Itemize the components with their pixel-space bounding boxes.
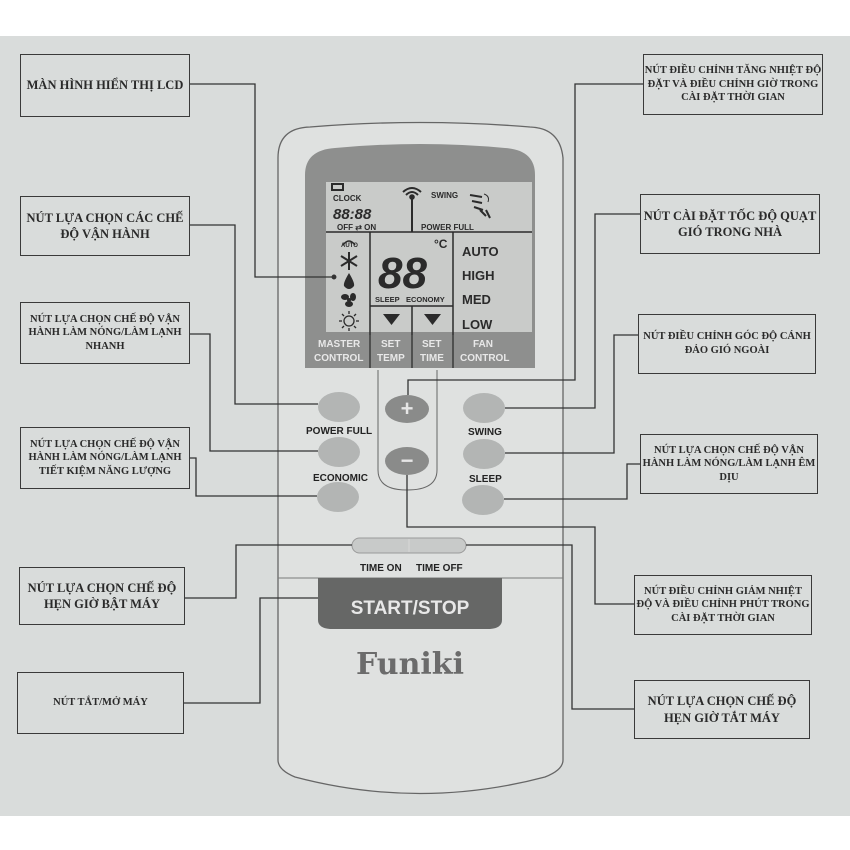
lcd-temp-unit: °C — [434, 237, 448, 251]
auto-icon: AUTO — [341, 240, 358, 249]
svg-text:FAN: FAN — [473, 339, 493, 350]
lcd-sleep: SLEEP — [375, 295, 400, 304]
droplet-icon — [343, 273, 355, 289]
callout-swing: NÚT ĐIỀU CHỈNH GÓC ĐỘ CÁNH ĐẢO GIÓ NGOÀI — [638, 314, 816, 374]
lcd-swing: SWING — [431, 191, 458, 200]
svg-text:CONTROL: CONTROL — [314, 353, 363, 364]
callout-lcd: MÀN HÌNH HIỂN THỊ LCD — [20, 54, 190, 117]
swing-label: SWING — [468, 427, 502, 438]
callout-economic: NÚT LỰA CHỌN CHẾ ĐỘ VẬN HÀNH LÀM NÓNG/LÀ… — [20, 427, 190, 489]
time-on-off-button[interactable] — [351, 537, 467, 554]
sun-icon — [339, 311, 359, 331]
mode-button[interactable] — [317, 482, 359, 512]
temp-up-button[interactable]: + — [385, 395, 429, 423]
time-off-label: TIME OFF — [416, 563, 463, 574]
set-time-arrow-icon — [424, 314, 441, 325]
master-control-strip: MASTER CONTROL — [314, 339, 363, 364]
lcd-screen — [326, 182, 532, 332]
callout-temp-down: NÚT ĐIỀU CHỈNH GIẢM NHIỆT ĐỘ VÀ ĐIỀU CHỈ… — [634, 575, 812, 635]
lcd-power-full: POWER FULL — [421, 223, 474, 232]
set-temp-strip: SET TEMP — [377, 339, 405, 364]
svg-text:TEMP: TEMP — [377, 353, 405, 364]
plus-icon: + — [401, 396, 414, 421]
connector-lines — [184, 83, 643, 710]
minus-icon: − — [401, 448, 414, 473]
svg-text:START/STOP: START/STOP — [351, 598, 470, 619]
snowflake-icon — [340, 252, 358, 270]
lcd-economy: ECONOMY — [406, 295, 445, 304]
callout-start-stop: NÚT TẮT/MỞ MÁY — [17, 672, 184, 734]
sleep-button[interactable] — [462, 485, 504, 515]
callout-time-off: NÚT LỰA CHỌN CHẾ ĐỘ HẸN GIỜ TẮT MÁY — [634, 680, 810, 739]
svg-text:CONTROL: CONTROL — [460, 353, 509, 364]
signal-icon — [402, 187, 422, 200]
lcd-temp-digits: 88 — [378, 249, 427, 298]
fan-speed-button[interactable] — [463, 393, 505, 423]
set-time-strip: SET TIME — [420, 339, 444, 364]
lcd-fan-high: HIGH — [462, 268, 495, 283]
battery-icon — [331, 183, 344, 191]
swing-louver-icon — [469, 193, 491, 219]
fan-control-strip: FAN CONTROL — [460, 339, 509, 364]
lcd-fan-med: MED — [462, 292, 491, 307]
callout-sleep: NÚT LỰA CHỌN CHẾ ĐỘ VẬN HÀNH LÀM NÓNG/LÀ… — [640, 434, 818, 494]
callout-temp-up: NÚT ĐIỀU CHỈNH TĂNG NHIỆT ĐỘ ĐẶT VÀ ĐIỀU… — [643, 54, 823, 115]
lcd-clock-digits: 88:88 — [333, 206, 372, 223]
lcd-off-on: OFF ⇄ ON — [337, 223, 376, 232]
fan-icon — [341, 293, 356, 307]
economic-button[interactable] — [318, 437, 360, 467]
economic-label: ECONOMIC — [313, 473, 368, 484]
power-full-button[interactable] — [318, 392, 360, 422]
svg-text:TIME: TIME — [420, 353, 444, 364]
svg-text:AUTO: AUTO — [341, 243, 358, 249]
power-full-label: POWER FULL — [306, 426, 372, 437]
sleep-label: SLEEP — [469, 474, 502, 485]
lcd-clock-label: CLOCK — [333, 194, 362, 203]
start-stop-button[interactable]: START/STOP — [318, 578, 502, 629]
svg-text:SET: SET — [422, 339, 441, 350]
swing-button[interactable] — [463, 439, 505, 469]
temp-down-button[interactable]: − — [385, 447, 429, 475]
callout-mode-select: NÚT LỰA CHỌN CÁC CHẾ ĐỘ VẬN HÀNH — [20, 196, 190, 256]
callout-power-full: NÚT LỰA CHỌN CHẾ ĐỘ VẬN HÀNH LÀM NÓNG/LÀ… — [20, 302, 190, 364]
time-on-label: TIME ON — [360, 563, 402, 574]
svg-text:SET: SET — [381, 339, 400, 350]
lcd-fan-auto: AUTO — [462, 244, 499, 259]
lcd-fan-low: LOW — [462, 317, 493, 332]
svg-text:MASTER: MASTER — [318, 339, 361, 350]
brand-logo: Funiki — [356, 647, 464, 682]
callout-time-on: NÚT LỰA CHỌN CHẾ ĐỘ HẸN GIỜ BẬT MÁY — [19, 567, 185, 625]
set-temp-arrow-icon — [383, 314, 400, 325]
callout-fan-speed: NÚT CÀI ĐẶT TỐC ĐỘ QUẠT GIÓ TRONG NHÀ — [640, 194, 820, 254]
